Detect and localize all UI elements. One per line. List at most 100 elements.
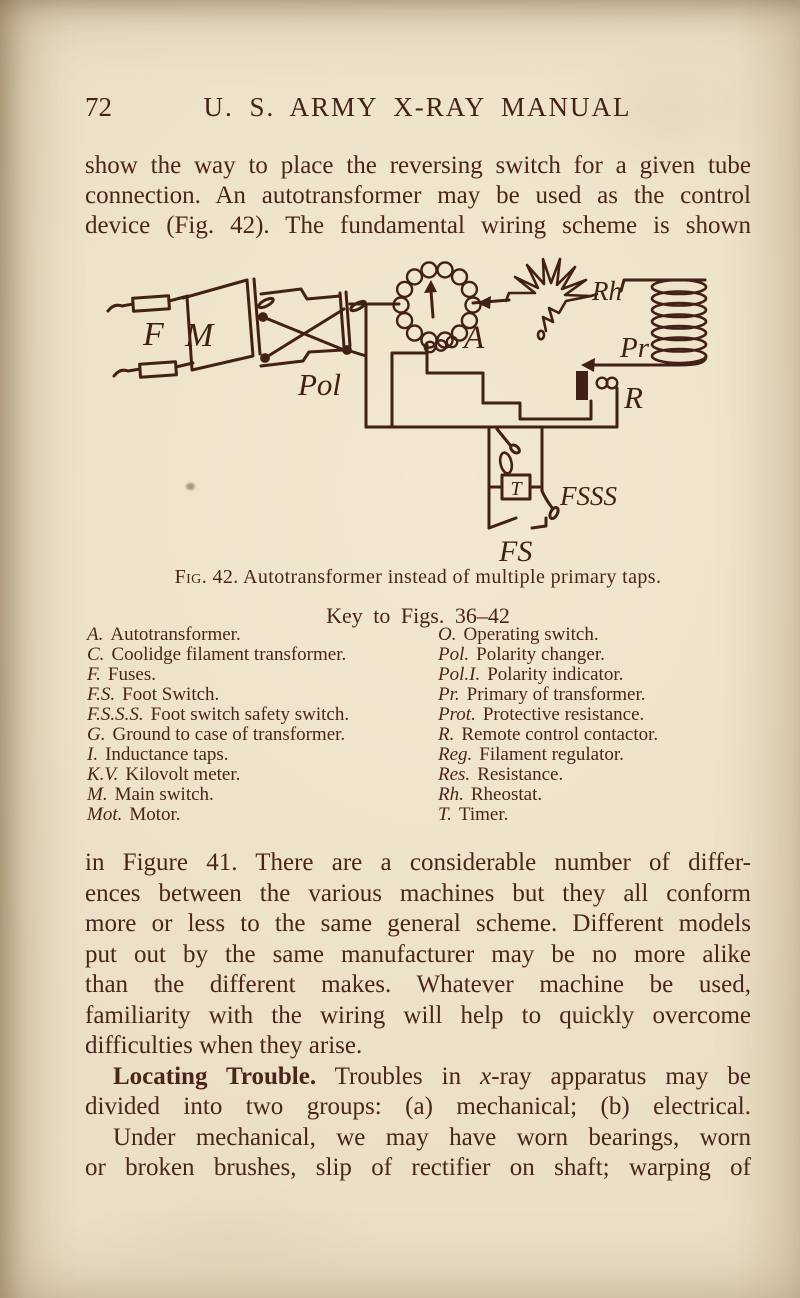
figure-caption-text: Autotransformer instead of multiple prim…	[243, 566, 662, 588]
figure-caption: Fig. 42. Autotransformer instead of mult…	[85, 566, 751, 589]
key-abbr: Pol.I.	[438, 664, 481, 685]
key-abbr: Reg.	[438, 744, 473, 765]
label-remote-contactor: R	[623, 380, 643, 415]
key-desc: Rheostat.	[470, 784, 543, 805]
paper-stain	[80, 1180, 380, 1290]
key-abbr: T.	[438, 804, 452, 825]
page-title: U. S. ARMY X-RAY MANUAL	[203, 92, 632, 122]
text-line: connection. An autotransformer may be us…	[85, 182, 751, 209]
text-line: than the different makes. Whatever machi…	[85, 971, 751, 998]
key-abbr: F.S.S.S.	[87, 704, 144, 725]
wire-with-arrow	[581, 354, 708, 372]
polarity-changer-icon	[258, 287, 367, 368]
text-line: more or less to the same general scheme.…	[85, 910, 751, 937]
key-desc: Filament regulator.	[479, 744, 624, 765]
key-entry: F. Fuses.	[87, 665, 437, 685]
key-entry: Mot. Motor.	[87, 805, 437, 825]
key-abbr: G.	[87, 724, 106, 745]
key-entry: R. Remote control contactor.	[438, 725, 750, 745]
text-line: Locating Trouble. Troubles in x-ray appa…	[113, 1062, 752, 1090]
body-text: in Figure 41. There are a considerable n…	[85, 848, 751, 1184]
key-desc: Protective resistance.	[482, 704, 645, 725]
key-abbr: F.	[87, 664, 101, 685]
key-desc: Autotransformer.	[110, 624, 241, 645]
key-abbr: Mot.	[87, 804, 123, 825]
key-desc: Timer.	[458, 804, 509, 825]
key-abbr: C.	[87, 644, 105, 665]
label-polarity-changer: Pol	[297, 367, 341, 402]
figure-caption-label: Fig. 42.	[174, 566, 239, 588]
main-switch-icon	[181, 277, 275, 372]
key-column-right: O. Operating switch. Pol. Polarity changer…	[438, 625, 750, 825]
text-line: or broken brushes, slip of rectifier on …	[85, 1154, 751, 1181]
key-entry: M. Main switch.	[87, 785, 437, 805]
key-abbr: M.	[87, 784, 108, 805]
key-desc: Inductance taps.	[105, 744, 229, 765]
autotransformer-coil-icon	[392, 261, 482, 354]
key-entry: Res. Resistance.	[438, 765, 750, 785]
key-entry: Prot. Protective resistance.	[438, 705, 750, 725]
control-chain	[487, 425, 560, 530]
key-entry: T. Timer.	[438, 805, 750, 825]
key-abbr: Res.	[438, 764, 471, 785]
key-desc: Polarity changer.	[476, 644, 605, 665]
key-desc: Resistance.	[477, 764, 564, 785]
key-desc: Operating switch.	[463, 624, 599, 645]
text-line: Under mechanical, we may have worn beari…	[113, 1123, 751, 1151]
key-abbr: R.	[438, 724, 455, 745]
section-lead: Locating Trouble.	[113, 1062, 317, 1090]
label-autotransformer: A	[462, 320, 485, 356]
tap-arrow-icon	[424, 280, 437, 319]
text-line: put out by the same manufacturer may be …	[85, 940, 751, 968]
operating-switch-blade-icon	[498, 451, 514, 475]
remote-contactor-icon	[576, 371, 619, 400]
key-entry: Pol.I. Polarity indicator.	[438, 665, 750, 685]
paper-stain	[560, 40, 780, 180]
key-desc: Fuses.	[107, 664, 156, 685]
key-abbr: F.S.	[87, 684, 116, 705]
key-entry: I. Inductance taps.	[87, 745, 437, 765]
text-line: divided into two groups: (a) mechanical;…	[85, 1093, 751, 1120]
label-foot-switch-safety-switch: FSSS	[559, 481, 617, 511]
text-line: show the way to place the reversing swit…	[85, 152, 751, 179]
key-entry: K.V.Kilovolt meter.	[87, 765, 437, 785]
key-abbr: O.	[438, 624, 457, 645]
foot-switch-blade-icon	[487, 516, 518, 530]
label-primary: Pr	[619, 332, 650, 364]
key-entry: Pol. Polarity changer.	[438, 645, 750, 665]
rheostat-icon	[504, 257, 599, 341]
key-desc: Foot switch safety switch.	[150, 704, 350, 725]
key-desc: Motor.	[129, 804, 181, 825]
label-main-switch: M	[184, 317, 215, 354]
key-entry: Pr.Primary of transformer.	[438, 685, 750, 705]
key-entry: A. Autotransformer.	[87, 625, 437, 645]
key-abbr: Pol.	[438, 644, 470, 665]
key-desc: Remote control contactor.	[461, 724, 659, 745]
key-desc: Kilovolt meter.	[125, 764, 241, 785]
key-entry: G. Ground to case of transformer.	[87, 725, 437, 745]
label-foot-switch: FS	[498, 535, 532, 568]
key-column-left: A. Autotransformer. C.Coolidge filament t…	[87, 625, 437, 825]
key-abbr: A.	[87, 624, 104, 645]
key-desc: Ground to case of transformer.	[112, 724, 346, 745]
key-entry: F.S.S.S. Foot switch safety switch.	[87, 705, 437, 725]
text-line: ences between the various machines but t…	[85, 879, 751, 907]
safety-switch-blade-icon	[540, 489, 555, 511]
key-desc: Main switch.	[114, 784, 214, 805]
key-entry: O. Operating switch.	[438, 625, 750, 645]
key-entry: C.Coolidge filament transformer.	[87, 645, 437, 665]
label-fuses: F	[142, 316, 165, 353]
key-abbr: I.	[87, 744, 99, 765]
key-heading: Key to Figs. 36–42	[326, 603, 510, 628]
text-line: difficulties when they arise.	[85, 1032, 363, 1059]
page-number: 72	[85, 92, 112, 122]
primary-coil-icon	[650, 278, 708, 365]
paper-speck	[186, 483, 195, 490]
text-line: in Figure 41. There are a considerable n…	[85, 849, 751, 876]
wire	[345, 303, 619, 429]
key-desc: Polarity indicator.	[487, 664, 624, 685]
key-entry: F.S.Foot Switch.	[87, 685, 437, 705]
key-abbr: Prot.	[438, 704, 476, 725]
